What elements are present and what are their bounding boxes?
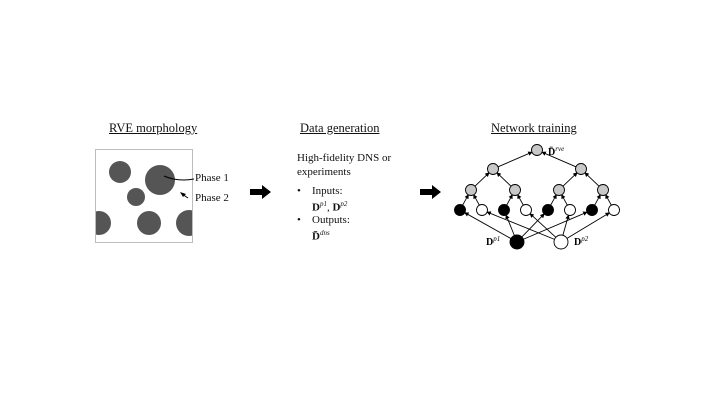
inputs-comma: , bbox=[326, 201, 333, 214]
network-edge bbox=[521, 213, 545, 238]
inclusion bbox=[176, 210, 192, 236]
network-edge bbox=[561, 194, 568, 206]
network-training-title: Network training bbox=[491, 121, 577, 135]
d-p2-base: D bbox=[332, 201, 341, 214]
network-edge bbox=[550, 194, 557, 206]
hidden-node bbox=[465, 184, 477, 196]
phase1-pointer bbox=[163, 175, 195, 181]
leaf-node bbox=[476, 204, 488, 216]
network-edge bbox=[506, 194, 513, 206]
network-edge bbox=[584, 172, 600, 187]
output-node bbox=[531, 144, 543, 156]
d-p1-sup: p1 bbox=[319, 200, 327, 208]
d-p1-label: Dp1 bbox=[486, 235, 500, 248]
phase2-label: Phase 2 bbox=[195, 192, 229, 204]
leaf-node bbox=[498, 204, 510, 216]
hidden-node bbox=[487, 163, 499, 175]
outputs-label: Outputs: bbox=[312, 214, 350, 226]
leaf-node bbox=[586, 204, 598, 216]
outputs-values: D̄dns bbox=[312, 227, 330, 244]
input-node-p1 bbox=[509, 234, 525, 250]
flow-arrow-icon bbox=[250, 185, 271, 199]
network-edge bbox=[473, 194, 480, 206]
network-edge bbox=[541, 151, 577, 168]
network-edge bbox=[566, 212, 610, 239]
d-p2-sup: p2 bbox=[340, 200, 348, 208]
d-rve-label: D̄rve bbox=[548, 145, 564, 158]
network-edge bbox=[496, 172, 512, 187]
inclusion bbox=[145, 165, 175, 195]
inclusion bbox=[96, 211, 111, 235]
inclusion bbox=[137, 211, 161, 235]
network-edge bbox=[562, 172, 578, 187]
phase2-pointer-head bbox=[180, 192, 186, 197]
bullet-icon: • bbox=[297, 185, 301, 197]
network-edge bbox=[497, 151, 533, 168]
data-generation-title: Data generation bbox=[300, 121, 380, 135]
network-edges bbox=[462, 151, 612, 240]
hidden-node bbox=[575, 163, 587, 175]
inputs-values: Dp1, Dp2 bbox=[312, 198, 347, 215]
phase-pointers bbox=[163, 175, 195, 199]
network-edge bbox=[486, 211, 555, 240]
phase1-label: Phase 1 bbox=[195, 172, 229, 184]
inclusion bbox=[109, 161, 131, 183]
network-edge bbox=[464, 212, 512, 239]
network-edge bbox=[474, 172, 490, 187]
leaf-node bbox=[564, 204, 576, 216]
leaf-node bbox=[608, 204, 620, 216]
network-edge bbox=[462, 194, 469, 206]
input-node-p2 bbox=[553, 234, 569, 250]
network-edge bbox=[505, 214, 515, 236]
hidden-node bbox=[553, 184, 565, 196]
hidden-node bbox=[597, 184, 609, 196]
rve-inclusions bbox=[96, 161, 192, 236]
bullet-icon: • bbox=[297, 214, 301, 226]
network-edge bbox=[517, 194, 524, 206]
network-diagram: D̄rve Dp1 Dp2 bbox=[454, 144, 620, 250]
d-dns-sup: dns bbox=[319, 229, 330, 237]
leaf-node bbox=[542, 204, 554, 216]
d-p2-label: Dp2 bbox=[574, 235, 589, 248]
leaf-node bbox=[520, 204, 532, 216]
rve-microstructure bbox=[95, 149, 193, 243]
d-dns-base: D̄ bbox=[312, 230, 320, 243]
network-edge bbox=[523, 211, 588, 240]
network-edge bbox=[605, 194, 612, 206]
network-edge bbox=[594, 194, 601, 206]
inputs-label: Inputs: bbox=[312, 185, 343, 197]
rve-morphology-title: RVE morphology bbox=[109, 121, 198, 135]
data-source-line1: High-fidelity DNS or bbox=[297, 152, 392, 164]
hidden-node bbox=[509, 184, 521, 196]
data-source-line2: experiments bbox=[297, 166, 351, 178]
network-edge bbox=[562, 214, 570, 236]
leaf-node bbox=[454, 204, 466, 216]
flow-arrow-icon bbox=[420, 185, 441, 199]
network-edge bbox=[529, 213, 557, 238]
d-p1-base: D bbox=[312, 201, 320, 214]
inclusion bbox=[127, 188, 145, 206]
network-nodes bbox=[454, 144, 620, 250]
